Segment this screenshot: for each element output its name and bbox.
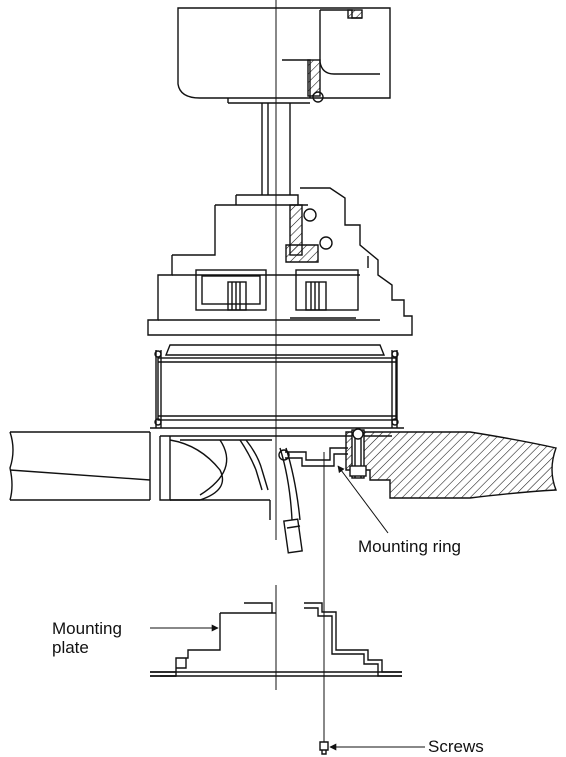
motor-upper-body [172,187,413,336]
fan-blade-left [9,431,272,520]
mounting-plate [150,602,402,677]
canopy-top [177,7,391,104]
screws-label: Screws [428,737,484,756]
fan-blade-right [345,428,558,499]
downrod [261,103,291,195]
motor-core [147,255,380,336]
mounting-ring-label: Mounting ring [358,537,462,556]
leader-mounting-ring [337,465,389,534]
mounting-plate-label-line2: plate [52,638,89,657]
wiring [239,439,303,554]
screw-icon [319,741,329,755]
mounting-ring-section [278,447,348,467]
mounting-plate-label-line1: Mounting [52,619,122,638]
rotor-housing [150,344,404,437]
